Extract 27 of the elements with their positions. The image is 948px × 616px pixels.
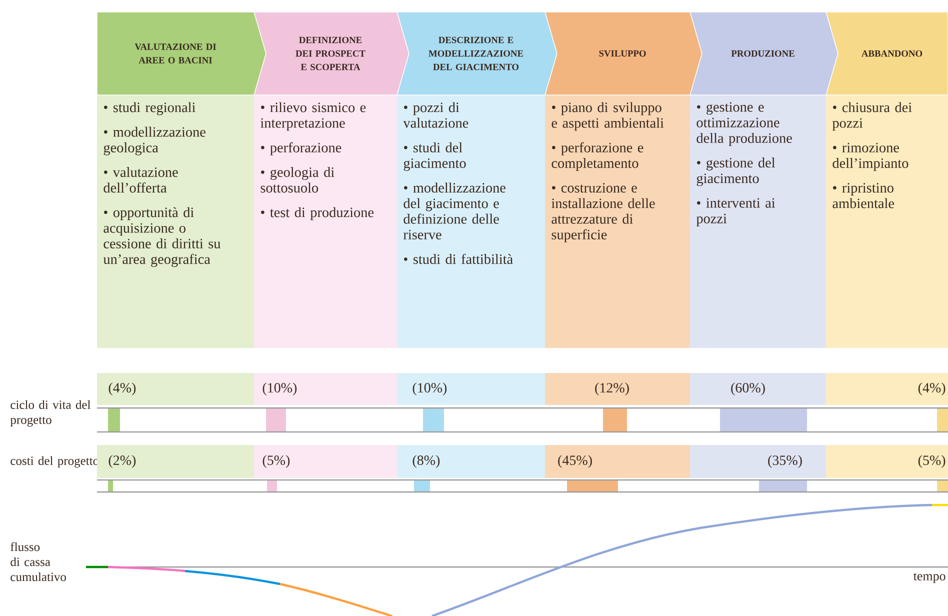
column-box: • chiusura dei pozzi • rimozione dell’impianto • ripristino ambientale	[826, 95, 948, 348]
percent-band: (10%)	[254, 373, 397, 405]
percent-band: (12%)	[545, 373, 690, 405]
stage-header: ABBANDONO	[826, 12, 948, 96]
row-label: ciclo di vita del progetto	[10, 400, 90, 427]
column-box: • pozzi di valutazione • studi del giacimento • modellizzazione del giacimento e definizione delle riserve • studi di fattibilità	[397, 95, 545, 348]
percent-band: (2%)	[97, 445, 254, 478]
percent-band: (45%)	[545, 445, 690, 478]
row-label: flusso di cassa cumulativo	[10, 542, 66, 582]
percent-band: (5%)	[254, 445, 397, 478]
percent-band: (5%)	[826, 445, 948, 478]
percent-band: (60%)	[690, 373, 826, 405]
percent-band: (4%)	[97, 373, 254, 405]
column-box: • rilievo sismico e interpretazione • perforazione • geologia di sottosuolo • test di produzione	[254, 95, 397, 348]
stage-header: DEFINIZIONE DEI PROSPECT E SCOPERTA	[254, 12, 410, 96]
column-box: • piano di sviluppo e aspetti ambientali • perforazione e completamento • costruzione e installazione delle attrezzature di superficie	[545, 95, 690, 348]
percent-band: (8%)	[397, 445, 545, 478]
stage-header: PRODUZIONE	[690, 12, 838, 96]
percent-band: (4%)	[826, 373, 948, 405]
stage-header: VALUTAZIONE DI AREE O BACINI	[96, 12, 266, 96]
column-box: • studi regionali • modellizzazione geologica • valutazione dell’offerta • opportunità di acquisizione o cessione di diritti su un’area geografica	[97, 95, 254, 348]
percent-band: (35%)	[690, 445, 826, 478]
stage-header: SVILUPPO	[544, 12, 702, 96]
stage-header: DESCRIZIONE E MODELLIZZAZIONE DEL GIACIMENTO	[396, 12, 558, 96]
axis-label: tempo	[913, 572, 946, 584]
column-box: • gestione e ottimizzazione della produzione • gestione del giacimento • interventi ai pozzi	[690, 95, 826, 348]
percent-band: (10%)	[397, 373, 545, 405]
